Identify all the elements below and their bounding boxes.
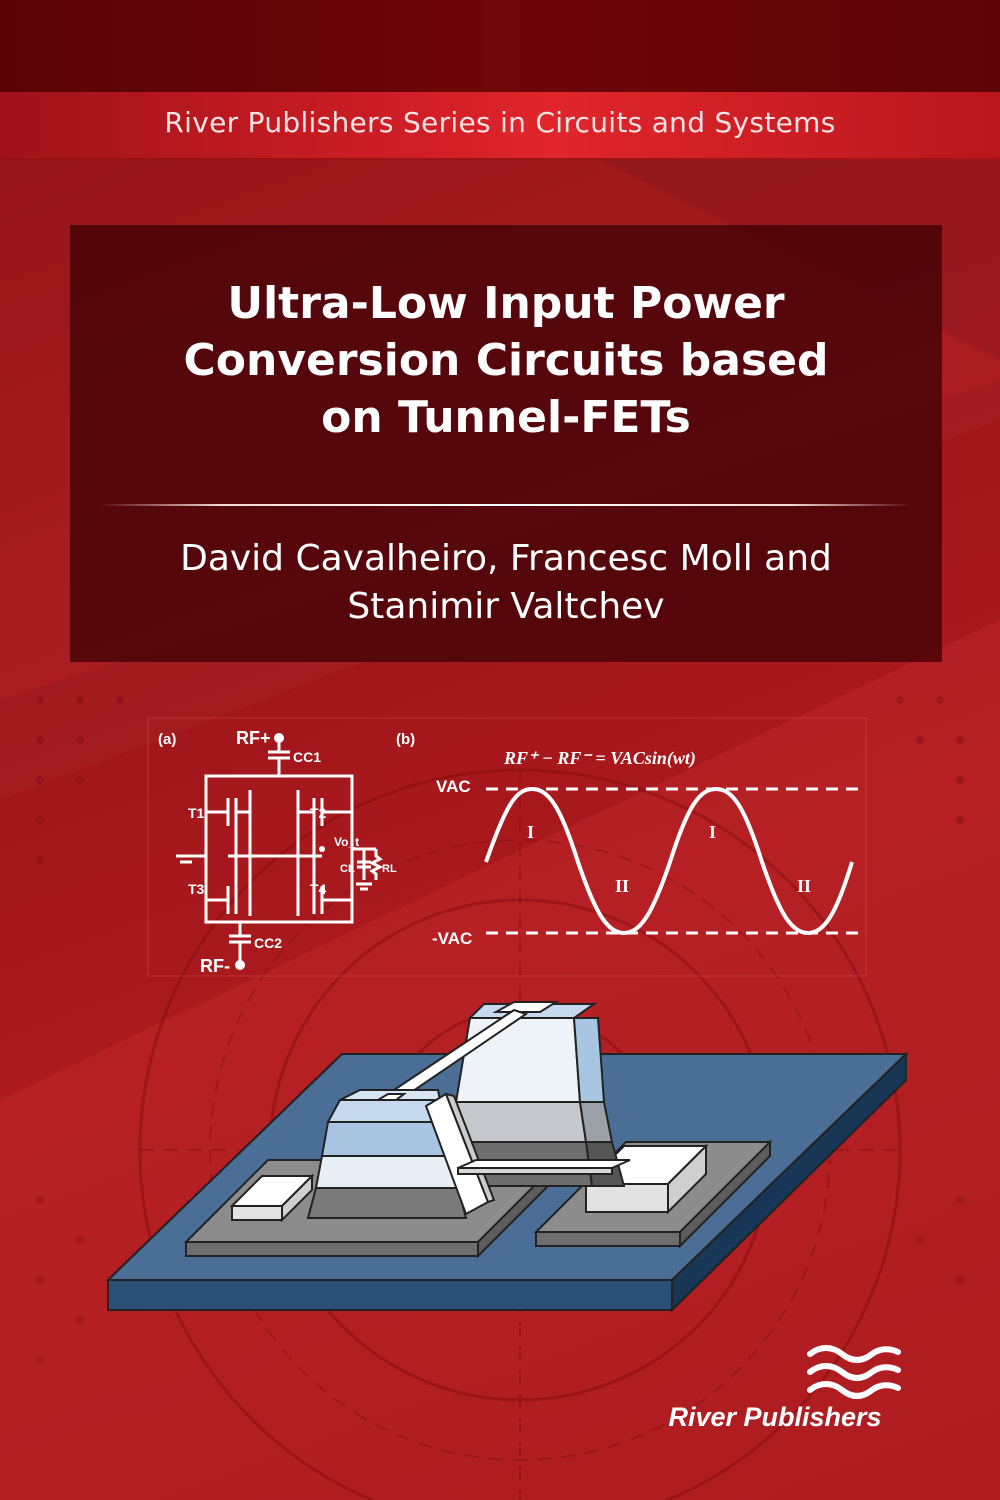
tunnel-fet-device-illustration xyxy=(105,1001,909,1313)
region-label: II xyxy=(615,876,629,896)
cc1-label: CC1 xyxy=(293,749,321,765)
region-label: II xyxy=(797,876,811,896)
river-publishers-logo xyxy=(807,1345,901,1399)
cl-label: CL xyxy=(340,863,355,875)
vac-label: VAC xyxy=(436,777,471,796)
cc2-label: CC2 xyxy=(254,935,282,951)
t2-label: T2 xyxy=(310,805,327,821)
circuit-diagram: (a) RF+ CC1 T1 T2 xyxy=(158,728,397,976)
title-divider xyxy=(100,504,912,506)
sine-wave xyxy=(484,786,854,936)
region-label: I xyxy=(709,822,716,842)
waveform-equation: RF⁺ − RF⁻ = VACsin(wt) xyxy=(503,748,696,769)
publisher-name: River Publishers xyxy=(668,1402,882,1432)
t3-label: T3 xyxy=(188,881,205,897)
t4-label: T4 xyxy=(310,881,327,897)
rl-label: RL xyxy=(382,863,397,875)
title-panel: Ultra-Low Input Power Conversion Circuit… xyxy=(70,225,942,662)
top-band xyxy=(0,0,1000,92)
author-line: David Cavalheiro, Francesc Moll and xyxy=(180,538,832,579)
book-title-line: on Tunnel-FETs xyxy=(321,392,691,443)
vout-label: Vo_t xyxy=(334,835,359,849)
waveform-chart: (b) RF⁺ − RF⁻ = VACsin(wt) VAC -VAC I II… xyxy=(396,731,862,948)
authors: David Cavalheiro, Francesc Moll and Stan… xyxy=(70,535,942,631)
book-title-line: Conversion Circuits based xyxy=(183,335,829,386)
series-title: River Publishers Series in Circuits and … xyxy=(164,106,836,139)
t1-label: T1 xyxy=(188,805,205,821)
panel-label-b: (b) xyxy=(396,731,415,748)
region-label: I xyxy=(527,822,534,842)
author-line: Stanimir Valtchev xyxy=(347,586,665,627)
series-band xyxy=(0,92,1000,158)
rf-minus-label: RF- xyxy=(200,956,230,976)
rf-plus-label: RF+ xyxy=(236,728,271,748)
book-title: Ultra-Low Input Power Conversion Circuit… xyxy=(70,275,942,446)
book-title-line: Ultra-Low Input Power xyxy=(227,278,785,329)
figure-frame xyxy=(147,717,867,977)
neg-vac-label: -VAC xyxy=(432,929,472,948)
panel-label-a: (a) xyxy=(158,731,176,748)
